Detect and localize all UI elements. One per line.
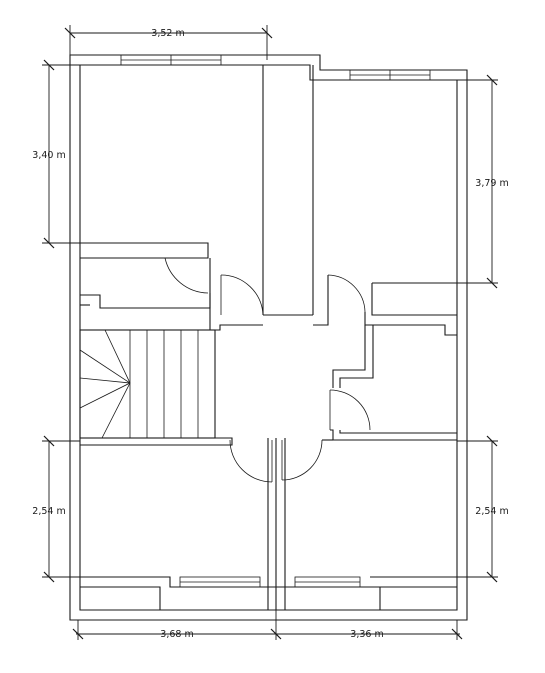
window-bottom-right [294,576,361,588]
dimension-label-bottom-right: 3,36 m [350,629,383,640]
bedroom-top-left-walls [80,65,314,316]
dimension-right-upper [457,74,498,289]
dimension-label-left-upper: 3,40 m [32,150,65,161]
window-top-left [120,54,222,66]
dimension-label-right-upper: 3,79 m [475,178,508,189]
dimension-left-upper [42,59,80,249]
staircase [79,329,216,439]
dimension-label-bottom-left: 3,68 m [160,629,193,640]
hall-walls [209,258,457,441]
dimension-left-lower [42,435,80,583]
dimension-label-top: 3,52 m [151,28,184,39]
window-top-right [349,69,431,81]
dimension-label-left-lower: 2,54 m [32,506,65,517]
dimension-right-lower [457,435,498,583]
dimension-label-right-lower: 2,54 m [475,506,508,517]
window-bottom-left [179,576,261,588]
dimension-bottom [72,605,463,640]
lower-rooms-walls [80,437,457,610]
dimension-top [64,25,273,60]
